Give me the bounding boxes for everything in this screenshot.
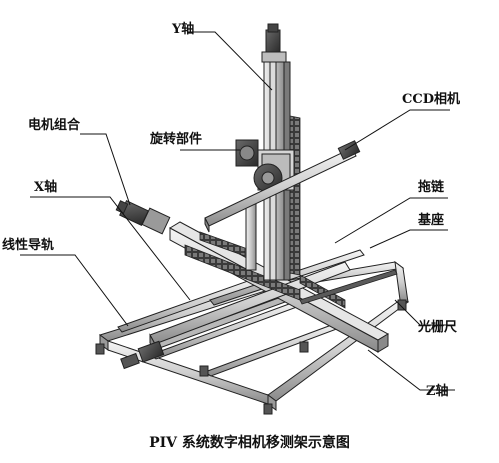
label-base: 基座 xyxy=(418,213,445,228)
leader-base xyxy=(369,229,448,249)
label-z-axis: Z轴 xyxy=(426,384,449,399)
leader-z-axis xyxy=(367,349,455,391)
leader-grating-scale xyxy=(394,299,455,326)
figure-caption: PIV 系统数字相机移测架示意图 xyxy=(149,435,350,451)
grating-scale xyxy=(299,269,398,305)
label-motor-assembly: 电机组合 xyxy=(28,118,81,133)
leader-motor-assembly xyxy=(80,133,131,206)
leader-lines xyxy=(20,31,455,391)
label-linear-guide: 线性导轨 xyxy=(2,238,55,253)
label-rotation-part: 旋转部件 xyxy=(150,132,203,147)
leader-y-axis xyxy=(188,31,273,91)
leader-linear-guide xyxy=(20,254,129,327)
label-ccd-camera: CCD相机 xyxy=(402,92,460,107)
label-y-axis: Y轴 xyxy=(172,22,195,37)
leader-ccd-camera xyxy=(344,109,450,151)
leader-drag-chain xyxy=(334,197,448,244)
ccd-camera-arm xyxy=(204,140,361,233)
label-drag-chain: 拖链 xyxy=(418,180,445,195)
motor-assembly xyxy=(115,200,171,235)
leader-x-axis xyxy=(30,196,191,301)
label-grating-scale: 光栅尺 xyxy=(418,320,458,335)
label-x-axis: X轴 xyxy=(34,180,58,195)
